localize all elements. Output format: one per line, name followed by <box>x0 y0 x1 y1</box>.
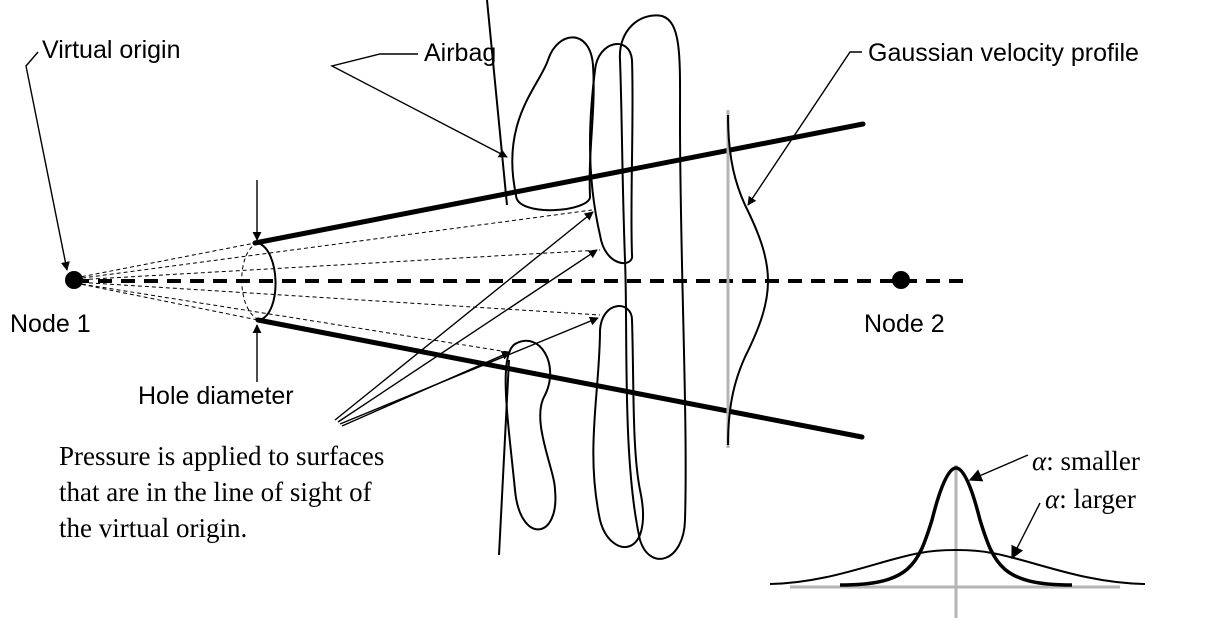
virtual-origin-label: Virtual origin <box>42 36 181 64</box>
velocity-profile-curve <box>727 114 770 446</box>
gaussian-inset <box>769 454 1146 618</box>
airbag-outline <box>486 0 687 560</box>
pressure-note-line-3: the virtual origin. <box>59 513 247 543</box>
pressure-note-line-1: Pressure is applied to surfaces <box>59 441 384 471</box>
leader-lines <box>25 51 862 382</box>
gaussian-smaller-alpha <box>839 466 1073 587</box>
node-1-label: Node 1 <box>10 310 91 338</box>
legend-smaller-alpha: α: smaller <box>1032 446 1140 476</box>
legend-larger-alpha: α: larger <box>1045 484 1136 514</box>
alpha-symbol: α <box>1045 484 1060 514</box>
legend-larger-text: : larger <box>1059 484 1136 514</box>
node-2-label: Node 2 <box>864 310 945 338</box>
alpha-symbol: α <box>1032 446 1047 476</box>
hole-diameter-label: Hole diameter <box>138 382 294 410</box>
pressure-note-line-2: that are in the line of sight of <box>59 477 372 507</box>
jet-cone <box>252 121 866 440</box>
cone-upper-edge <box>252 121 866 246</box>
node-1-dot <box>65 271 83 289</box>
gaussian-profile-label: Gaussian velocity profile <box>868 39 1139 67</box>
gaussian-larger-alpha <box>769 549 1146 585</box>
airbag-label: Airbag <box>424 39 496 67</box>
hole-ellipse <box>241 242 277 321</box>
pressure-arrows <box>334 211 599 427</box>
line-of-sight-rays <box>74 209 601 353</box>
cone-lower-edge <box>255 317 865 440</box>
legend-smaller-text: : smaller <box>1046 446 1140 476</box>
node-2-dot <box>892 271 910 289</box>
